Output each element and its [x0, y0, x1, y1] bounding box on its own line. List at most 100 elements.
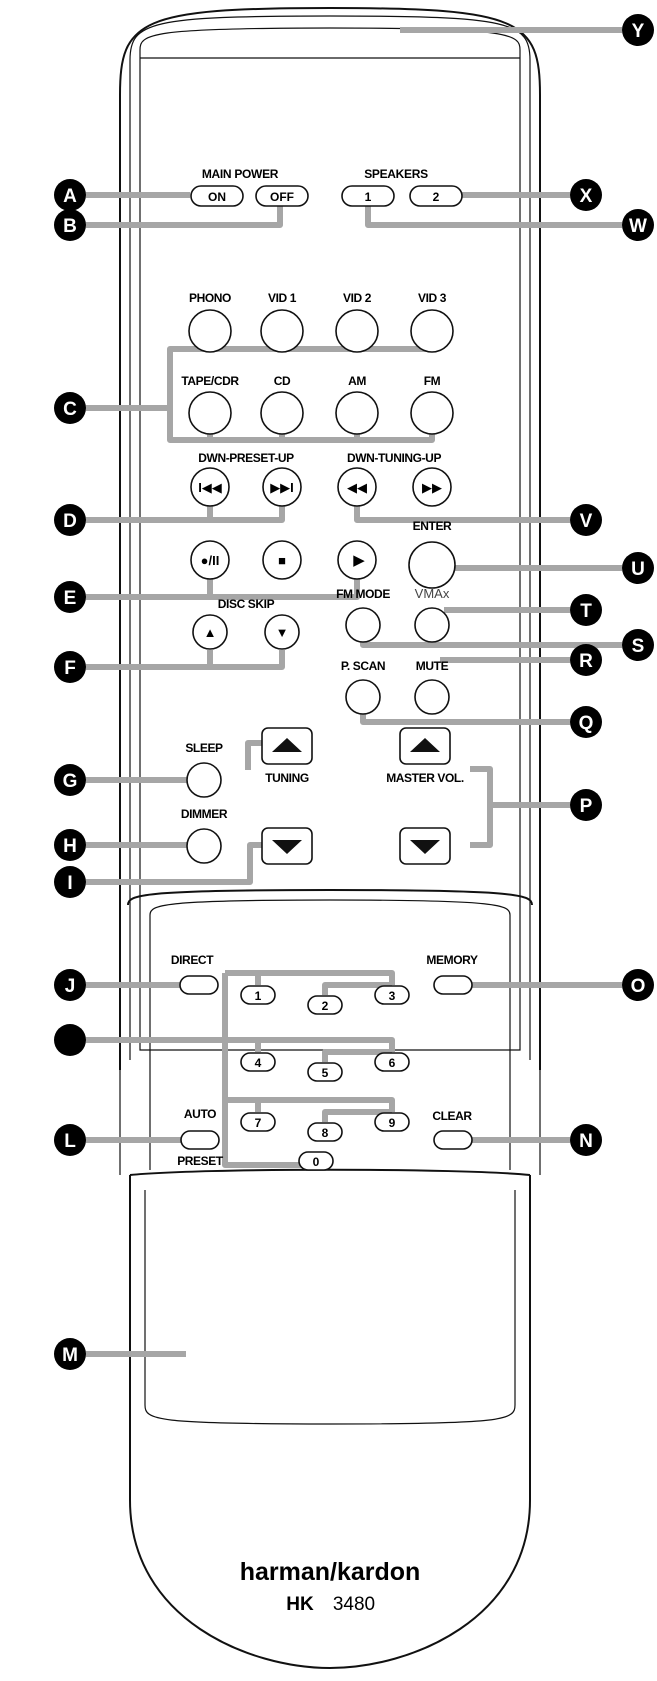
- vid3-button[interactable]: [410, 309, 454, 353]
- tuning-down-arrow-icon: [272, 840, 302, 854]
- number-7-label: 7: [255, 1116, 262, 1130]
- callout-v: V: [570, 504, 602, 536]
- callout-s: S: [622, 629, 654, 661]
- svg-text:M: M: [62, 1345, 78, 1366]
- number-3-button[interactable]: [374, 985, 410, 1005]
- vid2-button[interactable]: [335, 309, 379, 353]
- callout-a: A: [54, 179, 86, 211]
- power-off-label: OFF: [270, 190, 294, 204]
- preset-down-button[interactable]: [190, 467, 230, 507]
- power-on-label: ON: [208, 190, 226, 204]
- sleep-button[interactable]: [186, 762, 222, 798]
- svg-text:I: I: [67, 873, 72, 894]
- callout-t: T: [570, 594, 602, 626]
- svg-text:Y: Y: [632, 21, 645, 42]
- rewind-icon: ◀◀: [347, 480, 367, 495]
- number-8-button[interactable]: [307, 1122, 343, 1142]
- speaker-2-button[interactable]: [409, 185, 463, 207]
- svg-text:E: E: [64, 588, 77, 609]
- speaker-2-label: 2: [433, 190, 440, 204]
- speaker-1-button[interactable]: [341, 185, 395, 207]
- master-vol-label: MASTER VOL.: [386, 771, 464, 785]
- callout-p: P: [570, 789, 602, 821]
- number-9-label: 9: [389, 1116, 396, 1130]
- am-label: AM: [348, 374, 366, 388]
- preset-up-button[interactable]: [262, 467, 302, 507]
- power-on-button[interactable]: [190, 185, 244, 207]
- clear-button[interactable]: [433, 1130, 473, 1150]
- power-off-button[interactable]: [255, 185, 309, 207]
- svg-text:C: C: [63, 399, 77, 420]
- number-8-label: 8: [322, 1126, 329, 1140]
- dimmer-button[interactable]: [186, 828, 222, 864]
- callout-e: E: [54, 581, 86, 613]
- callout-x: X: [570, 179, 602, 211]
- svg-text:G: G: [63, 771, 78, 792]
- callout-u: U: [622, 552, 654, 584]
- tuning-down-button[interactable]: [337, 467, 377, 507]
- vmax-button[interactable]: [414, 607, 450, 643]
- svg-text:J: J: [65, 976, 76, 997]
- phono-button[interactable]: [188, 309, 232, 353]
- callout-b: B: [54, 209, 86, 241]
- disc-skip-section: DISC SKIP ▲ ▼ FM MODE VMAx: [192, 586, 450, 650]
- number-7-button[interactable]: [240, 1112, 276, 1132]
- brand-logo: harman/kardon: [240, 1558, 421, 1586]
- model-number: 3480: [333, 1594, 375, 1615]
- branding: harman/kardon HK 3480: [240, 1558, 421, 1615]
- svg-text:U: U: [631, 559, 645, 580]
- fm-label: FM: [424, 374, 441, 388]
- svg-text:O: O: [631, 976, 646, 997]
- disc-skip-label: DISC SKIP: [218, 597, 275, 611]
- main-power-label: MAIN POWER: [202, 167, 279, 181]
- auto-preset-button[interactable]: [180, 1130, 220, 1150]
- vid2-label: VID 2: [343, 291, 372, 305]
- tuning-label: TUNING: [265, 771, 309, 785]
- number-6-label: 6: [389, 1056, 396, 1070]
- am-button[interactable]: [335, 391, 379, 435]
- svg-text:T: T: [580, 601, 592, 622]
- power-section: MAIN POWER ON OFF SPEAKERS 1 2: [190, 167, 463, 207]
- vid3-label: VID 3: [418, 291, 447, 305]
- input-selectors: PHONO VID 1 VID 2 VID 3 TAPE/CDR CD AM F…: [181, 291, 454, 435]
- number-1-label: 1: [255, 989, 262, 1003]
- fast-forward-icon: ▶▶: [422, 480, 442, 495]
- callout-l: L: [54, 1124, 86, 1156]
- number-9-button[interactable]: [374, 1112, 410, 1132]
- number-5-button[interactable]: [307, 1062, 343, 1082]
- volume-up-arrow-icon: [410, 738, 440, 752]
- speaker-1-label: 1: [365, 190, 372, 204]
- disc-skip-up-button[interactable]: [192, 614, 228, 650]
- svg-text:N: N: [579, 1131, 593, 1152]
- svg-text:X: X: [580, 186, 593, 207]
- keypad-section: DIRECT MEMORY 1 2 3 4 5 6 7 8 9 0 AUTO P…: [171, 953, 478, 1171]
- number-6-button[interactable]: [374, 1052, 410, 1072]
- direct-button[interactable]: [179, 975, 219, 995]
- number-4-button[interactable]: [240, 1052, 276, 1072]
- record-pause-button[interactable]: [190, 540, 230, 580]
- vid1-button[interactable]: [260, 309, 304, 353]
- number-0-button[interactable]: [298, 1151, 334, 1171]
- fm-button[interactable]: [410, 391, 454, 435]
- tape-cdr-button[interactable]: [188, 391, 232, 435]
- fm-mode-button[interactable]: [345, 607, 381, 643]
- p-scan-button[interactable]: [345, 679, 381, 715]
- cd-button[interactable]: [260, 391, 304, 435]
- callout-w: W: [622, 209, 654, 241]
- number-2-button[interactable]: [307, 995, 343, 1015]
- disc-up-icon: ▲: [204, 625, 217, 640]
- callout-d: D: [54, 504, 86, 536]
- memory-button[interactable]: [433, 975, 473, 995]
- skip-forward-icon: ▶▶I: [270, 480, 294, 495]
- enter-button[interactable]: [408, 541, 456, 589]
- mute-button[interactable]: [414, 679, 450, 715]
- callout-c: C: [54, 392, 86, 424]
- play-button[interactable]: [337, 540, 377, 580]
- tuning-up-button[interactable]: [412, 467, 452, 507]
- play-icon: ▶: [353, 552, 365, 569]
- svg-text:D: D: [63, 511, 77, 532]
- stop-button[interactable]: [262, 540, 302, 580]
- number-1-button[interactable]: [240, 985, 276, 1005]
- speakers-label: SPEAKERS: [364, 167, 428, 181]
- disc-skip-down-button[interactable]: [264, 614, 300, 650]
